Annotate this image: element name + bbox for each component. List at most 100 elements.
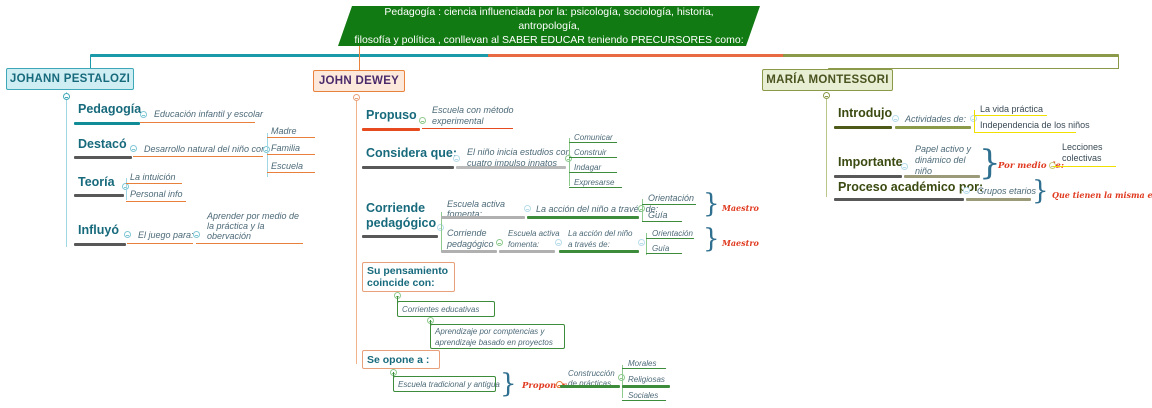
root-node-pestalozi[interactable]: JOHANN PESTALOZI	[6, 68, 134, 90]
pestalozi-node2-grandchild-2[interactable]: Familia	[271, 143, 301, 153]
dewey-node2-grandchild-1[interactable]: Comunicar	[574, 133, 613, 142]
montessori-node2-collapse-icon[interactable]	[901, 163, 908, 170]
dewey-node4-child2-box[interactable]: Aprendizaje por comptencias y aprendizaj…	[430, 324, 565, 349]
montessori-node3-collapse-icon[interactable]	[963, 187, 970, 194]
dewey-node5-sub-collapse-icon[interactable]	[618, 374, 625, 381]
dewey-node2-grandchild-2[interactable]: Construir	[574, 148, 607, 157]
pestalozi-node4-child-collapse-icon[interactable]	[193, 231, 200, 238]
montessori-node1-grandchild-spine	[974, 110, 975, 132]
pestalozi-node3-child-1[interactable]: La intuición	[130, 172, 176, 182]
dewey-node5-child-box[interactable]: Escuela tradicional y antigua	[393, 376, 500, 392]
dewey-node4-title-line-1: Su pensamiento	[367, 265, 449, 277]
pestalozi-node4-grandchild-line-1[interactable]: Aprender por medio de	[207, 211, 300, 221]
pestalozi-node2-title[interactable]: Destacó	[78, 137, 127, 151]
dewey-collapse-icon[interactable]	[353, 94, 360, 101]
dewey-node2-grandchild-4[interactable]: Expresarse	[574, 178, 615, 187]
dewey-node3-collapse-icon[interactable]	[437, 224, 444, 231]
montessori-node1-child-collapse-icon[interactable]	[970, 115, 977, 122]
montessori-node1-grandchild-1[interactable]: La vida práctica	[980, 104, 1044, 114]
dewey-node3-rowA-c3-2-underline	[642, 221, 682, 222]
pestalozi-node3-title[interactable]: Teoría	[78, 175, 115, 189]
root-label-dewey: JOHN DEWEY	[318, 75, 400, 87]
pestalozi-node1-collapse-icon[interactable]	[140, 111, 147, 118]
montessori-node2-child-line-2: dinámico del	[915, 155, 966, 165]
pestalozi-node2-grandchild-1[interactable]: Madre	[271, 126, 297, 136]
dewey-node4-child1-box[interactable]: Corrientes educativas	[397, 301, 495, 317]
dewey-node2-child-collapse-icon[interactable]	[565, 155, 572, 162]
root-node-dewey[interactable]: JOHN DEWEY	[313, 70, 405, 92]
dewey-node2-grandchild-3[interactable]: Indagar	[574, 163, 602, 172]
dewey-node2-grandchild-1-underline	[569, 142, 617, 143]
pestalozi-node2-grandchild-3[interactable]: Escuela	[271, 161, 304, 171]
montessori-node2-underline	[834, 175, 902, 178]
montessori-node1-title[interactable]: Introdujo	[838, 106, 893, 120]
pestalozi-node3-collapse-icon[interactable]	[122, 183, 129, 190]
montessori-node3-underline	[834, 198, 964, 201]
dewey-node3-title-line-1[interactable]: Corriende	[366, 201, 426, 215]
dewey-node3-rowB-c0-line-1[interactable]: Corriende	[447, 228, 487, 238]
dewey-node5-leaf-2[interactable]: Religiosas	[628, 375, 665, 384]
dewey-node3-rowA-c3-spine	[642, 199, 643, 222]
dewey-node3-rowA-c2-collapse-icon[interactable]	[638, 205, 645, 212]
dewey-node5-box[interactable]: Se opone a :	[362, 350, 440, 369]
montessori-node3-child-underline	[966, 198, 1031, 201]
montessori-node2-child-line-1[interactable]: Papel activo y	[915, 144, 972, 154]
montessori-node2-title[interactable]: Importante	[838, 155, 903, 169]
pestalozi-node2-collapse-icon[interactable]	[130, 145, 137, 152]
dewey-node5-leaf-1[interactable]: Morales	[628, 359, 657, 368]
dewey-node3-rowA-c1-line-1[interactable]: Escuela activa	[447, 199, 506, 209]
pestalozi-spine	[66, 92, 67, 247]
dewey-node5-leaf-3[interactable]: Sociales	[628, 391, 659, 400]
pestalozi-node4-collapse-icon[interactable]	[124, 231, 131, 238]
dewey-node1-child-line-1[interactable]: Escuela con método	[432, 105, 514, 115]
dewey-node3-rowA-c1-collapse-icon[interactable]	[524, 205, 531, 212]
pestalozi-node4-child[interactable]: El juego para:	[138, 230, 194, 240]
montessori-node3-title[interactable]: Proceso académico por:	[838, 180, 984, 194]
pestalozi-node1-child-underline	[140, 122, 255, 123]
pestalozi-node3-child-2[interactable]: Personal info	[130, 189, 183, 199]
dewey-node2-collapse-icon[interactable]	[453, 155, 460, 162]
montessori-spine	[826, 92, 827, 197]
pestalozi-node1-child[interactable]: Educación infantil y escolar	[154, 109, 264, 119]
montessori-node1-underline	[834, 126, 892, 129]
dewey-node3-rowB-tag: Maestro	[722, 238, 759, 248]
montessori-node1-collapse-icon[interactable]	[892, 115, 899, 122]
montessori-node1-child[interactable]: Actividades de:	[905, 114, 967, 124]
montessori-node2-tag-collapse-icon[interactable]	[1049, 162, 1056, 169]
dewey-node2-child-line-1[interactable]: El niño inicia estudios con	[467, 147, 571, 157]
dewey-node3-rowB-c1-line-1[interactable]: Escuela activa	[508, 229, 560, 238]
dewey-node3-rowB-c1-collapse-icon[interactable]	[555, 239, 562, 246]
dewey-node1-collapse-icon[interactable]	[419, 117, 426, 124]
dewey-node2-title[interactable]: Considera que:	[366, 146, 457, 160]
dewey-node3-rowB-c3-2[interactable]: Guía	[652, 244, 670, 253]
dewey-node3-rowB-c3-2-underline	[646, 253, 682, 254]
pestalozi-collapse-icon[interactable]	[63, 93, 70, 100]
dewey-node5-sub-underline	[560, 385, 620, 388]
dewey-node5-tag: Proponer	[522, 381, 567, 391]
dewey-node3-rowB-c2-line-1[interactable]: La acción del niño	[568, 229, 633, 238]
dewey-node3-rowA-c3-2[interactable]: Guía	[648, 210, 668, 220]
dewey-node3-rowB-c2-collapse-icon[interactable]	[638, 239, 645, 246]
dewey-node5-tag-collapse-icon[interactable]	[556, 381, 563, 388]
dewey-node3-rowA-c2[interactable]: La acción del niño a través de:	[536, 204, 659, 214]
dewey-node2-grandchild-2-underline	[569, 157, 617, 158]
pestalozi-node2-child[interactable]: Desarrollo natural del niño con:	[144, 144, 269, 154]
montessori-node2-leaf-line-1[interactable]: Lecciones	[1062, 142, 1103, 152]
pestalozi-node1-title[interactable]: Pedagogía	[78, 102, 142, 116]
dewey-node3-rowB-c3-1[interactable]: Orientación	[652, 229, 693, 238]
dewey-node5-brace: }	[500, 369, 517, 399]
montessori-node1-grandchild-2[interactable]: Independencia de los niños	[980, 120, 1090, 130]
dewey-node5-sub-line-1[interactable]: Construcción	[568, 369, 615, 378]
pestalozi-node3-child-2-underline	[126, 201, 186, 202]
montessori-collapse-icon[interactable]	[823, 92, 830, 99]
dewey-node1-title[interactable]: Propuso	[366, 108, 417, 122]
root-node-montessori[interactable]: MARÍA MONTESSORI	[762, 69, 893, 91]
pestalozi-node4-title[interactable]: Influyó	[78, 223, 119, 237]
dewey-node4-box[interactable]: Su pensamiento coincide con:	[362, 262, 455, 292]
pestalozi-node2-child-collapse-icon[interactable]	[263, 146, 270, 153]
montessori-node3-child[interactable]: Grupos etarios	[977, 186, 1037, 196]
dewey-node3-rowA-c3-1[interactable]: Orientación	[648, 193, 695, 203]
dewey-node2-grandchild-3-underline	[569, 172, 617, 173]
dewey-node5-leaf-2-underline	[622, 385, 670, 388]
dewey-node3-rowB-c0-collapse-icon[interactable]	[496, 239, 503, 246]
